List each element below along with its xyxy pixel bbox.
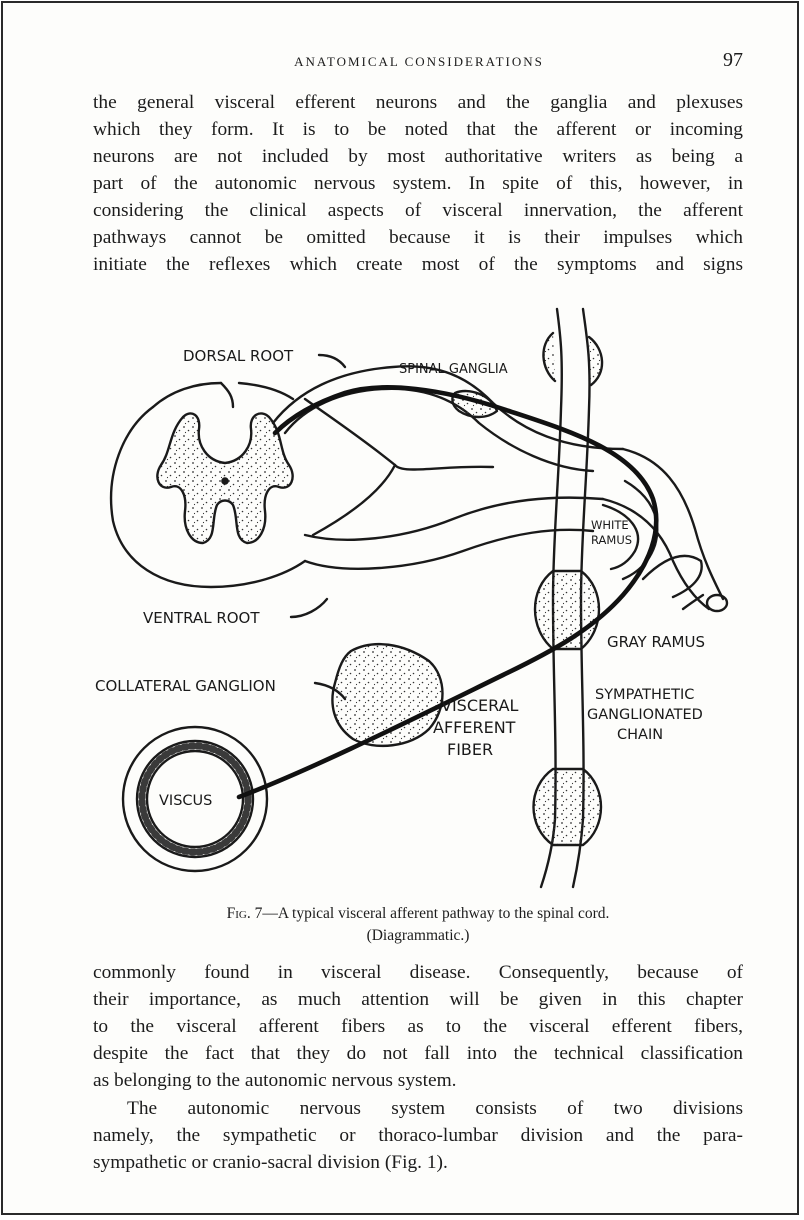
spinal-cord-upper-right [237, 381, 295, 401]
text-line: as belonging to the autonomic nervous sy… [93, 1070, 457, 1091]
dorsal-root-tag [317, 353, 347, 369]
ventral-root-inner [303, 496, 605, 541]
ventral-root-tag [289, 597, 329, 619]
visceral-afferent-fiber [236, 385, 659, 800]
label-collateral-ganglion: COLLATERAL GANGLION [95, 677, 276, 695]
text-line: sympathetic or cranio-sacral division (F… [93, 1152, 448, 1173]
viscus-outer [121, 725, 269, 873]
spinal-nerve-loop [303, 397, 397, 537]
figure-visceral-afferent-pathway: DORSAL ROOT SPINAL GANGLIA WHITE RAMUS V… [83, 299, 743, 891]
spinal-nerve-trunk [621, 447, 725, 601]
dorsal-root-inner [283, 387, 595, 473]
viscus-inner [145, 749, 245, 849]
paragraph-2: commonly found in visceral disease. Cons… [93, 959, 743, 1094]
caption-line-1: Fig. 7—A typical visceral afferent pathw… [93, 903, 743, 925]
spinal-nerve-loop-inner [393, 463, 495, 471]
gray-ramus [641, 554, 703, 599]
figure-number: Fig. 7 [226, 905, 263, 922]
collateral-ganglion-tag [313, 681, 347, 701]
central-canal [221, 477, 229, 485]
label-white-ramus-2: RAMUS [591, 533, 632, 547]
spinal-cord-outline [109, 405, 307, 589]
caption-note: (Diagrammatic.) [366, 927, 470, 944]
label-ventral-root: VENTRAL ROOT [143, 609, 260, 627]
white-ramus [601, 503, 640, 571]
chain-ganglion-lower [532, 767, 603, 847]
paragraph-1: the general visceral efferent neurons an… [93, 89, 743, 278]
text-line: commonly found in visceral disease. Cons… [93, 962, 743, 983]
text-line: initiate the reflexes which create most … [93, 254, 743, 275]
text-line: their importance, as much attention will… [93, 989, 743, 1010]
label-chain-3: CHAIN [617, 727, 663, 743]
label-visceral-3: FIBER [447, 740, 493, 759]
spinal-cord-outline-upper [151, 381, 223, 409]
label-visceral-2: AFFERENT [433, 718, 516, 737]
label-dorsal-root: DORSAL ROOT [183, 347, 294, 365]
running-head: ANATOMICAL CONSIDERATIONS 97 [91, 49, 747, 75]
ventral-root [303, 528, 595, 570]
page-number: 97 [723, 49, 743, 71]
viscus-middle [135, 739, 255, 859]
running-title: ANATOMICAL CONSIDERATIONS [294, 54, 544, 69]
label-gray-ramus: GRAY RAMUS [607, 633, 705, 651]
gray-ramus-tag [681, 593, 705, 611]
text-line: to the visceral afferent fibers as to th… [93, 1016, 743, 1037]
label-white-ramus-1: WHITE [591, 518, 629, 532]
label-viscus: VISCUS [159, 793, 212, 809]
text-line: despite the fact that they do not fall i… [93, 1043, 743, 1064]
white-ramus-inner [621, 479, 659, 581]
text-line: namely, the sympathetic or thoraco-lumba… [93, 1125, 743, 1146]
text-line: the general visceral efferent neurons an… [93, 92, 743, 113]
label-spinal-ganglia: SPINAL GANGLIA [399, 362, 508, 377]
text-line: The autonomic nervous system consists of… [127, 1098, 743, 1119]
paragraph-3: The autonomic nervous system consists of… [93, 1095, 743, 1176]
text-line: neurons are not included by most authori… [93, 146, 743, 167]
text-line: part of the autonomic nervous system. In… [93, 173, 743, 194]
chain-ganglion-middle [533, 569, 601, 651]
label-visceral-1: VISCERAL [441, 696, 519, 715]
text-line: which they form. It is to be noted that … [93, 119, 743, 140]
spinal-nerve-cut [705, 593, 729, 613]
text-line: pathways cannot be omitted because it is… [93, 227, 743, 248]
label-chain-1: SYMPATHETIC [595, 687, 694, 703]
label-chain-2: GANGLIONATED [587, 707, 703, 723]
figure-caption: Fig. 7—A typical visceral afferent pathw… [93, 903, 743, 947]
caption-text: —A typical visceral afferent pathway to … [262, 905, 610, 922]
figure-diagram: DORSAL ROOT SPINAL GANGLIA WHITE RAMUS V… [95, 307, 729, 889]
spinal-cord-notch [219, 381, 235, 409]
chain-ganglion-upper [542, 331, 604, 387]
viscus-lining [138, 742, 252, 856]
dorsal-root [271, 365, 625, 451]
text-line: considering the clinical aspects of visc… [93, 200, 743, 221]
